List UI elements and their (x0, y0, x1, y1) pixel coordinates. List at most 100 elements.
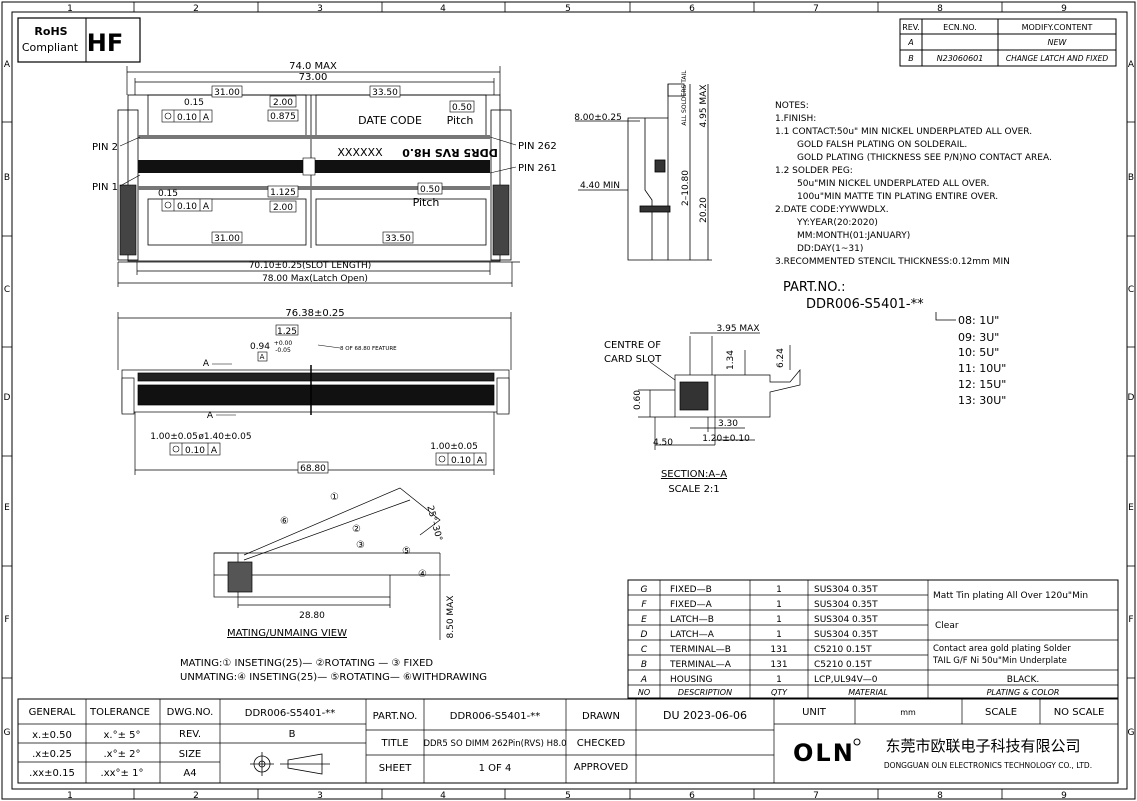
col-label: 8 (937, 791, 943, 801)
tol-angular: .x°± 2° (103, 749, 140, 760)
bom-qty: 1 (776, 585, 782, 595)
bom-desc: LATCH—A (670, 630, 715, 640)
plating-option: 10: 5U" (958, 346, 999, 359)
top-view: 74.0 MAX 73.00 31.00 (92, 61, 557, 287)
dim-094-minus: -0.05 (275, 347, 291, 354)
note-line: GOLD PLATING (THICKNESS SEE P/N)NO CONTA… (797, 153, 1052, 163)
rev-header: REV. (902, 23, 920, 32)
dim-395: 3.95 MAX (717, 324, 760, 334)
tolerance-label: TOLERANCE (89, 707, 150, 718)
bom-qty: 1 (776, 630, 782, 640)
dim-094-plus: +0.00 (274, 340, 293, 347)
title-block: GENERAL TOLERANCE DWG.NO. DDR006-S5401-*… (17, 698, 1119, 784)
bom-desc: FIXED—A (670, 600, 713, 610)
datum-a-bot: A (203, 202, 210, 212)
dim-1125: 1.125 (270, 188, 296, 198)
tol-angular: x.°± 5° (103, 730, 140, 741)
col-label: 6 (689, 4, 695, 14)
col-label: 1 (67, 4, 73, 14)
section-title: SECTION:A–A (661, 469, 727, 480)
bom-material: SUS304 0.35T (814, 615, 878, 625)
scale-label: SCALE (985, 707, 1017, 718)
bom-table: G FIXED—B 1 SUS304 0.35T F FIXED—A 1 SUS… (627, 579, 1119, 699)
bom-desc: TERMINAL—A (669, 660, 732, 670)
datum-a-top: A (203, 113, 210, 123)
note-line: 1.FINISH: (775, 114, 816, 124)
company-name-cn: 东莞市欧联电子科技有限公司 (885, 737, 1080, 755)
tol-linear: x.±0.50 (32, 730, 72, 741)
step-5: ⑤ (402, 546, 411, 557)
dim-850: 8.50 MAX (446, 596, 456, 639)
row-label: C (1128, 285, 1134, 295)
bom-header-no: NO (638, 688, 650, 697)
dim-overall-max: 74.0 MAX (289, 61, 337, 72)
note-line: 2.DATE CODE:YYWWDLX. (775, 205, 889, 215)
dwg-no: DDR006-S5401-** (245, 708, 335, 719)
bom-no: C (641, 645, 648, 655)
bom-no: E (641, 615, 647, 625)
rev-b: B (908, 54, 914, 63)
dim-6880: 68.80 (300, 464, 326, 474)
dim-624: 6.24 (776, 348, 786, 368)
company-name-en: DONGGUAN OLN ELECTRONICS TECHNOLOGY CO.,… (884, 761, 1092, 770)
bom-header-desc: DESCRIPTION (678, 688, 732, 697)
marking: DDR5 RVS H8.0 (402, 146, 498, 159)
part-no-label: PART.NO. (373, 711, 418, 722)
dim-0875: 0.875 (270, 112, 296, 122)
bom-no: D (641, 630, 648, 640)
sheet-value: 1 OF 4 (479, 763, 512, 774)
title-label: TITLE (380, 738, 408, 749)
tol-right: 0.10 (451, 456, 471, 466)
rev-a-content: NEW (1048, 38, 1068, 47)
section-a-top: A (203, 359, 210, 369)
contact-row-top (138, 135, 490, 139)
note-line: 1.1 CONTACT:50u" MIN NICKEL UNDERPLATED … (775, 127, 1032, 137)
note-line: MM:MONTH(01:JANUARY) (797, 231, 910, 241)
unit-value: mm (900, 708, 916, 717)
bom-qty: 131 (770, 660, 787, 670)
plating-option: 11: 10U" (958, 362, 1006, 375)
ecn-header: ECN.NO. (943, 23, 977, 32)
dim-left-top: 31.00 (214, 88, 240, 98)
step-6: ⑥ (280, 516, 289, 527)
dim-440: 4.40 MIN (580, 181, 620, 191)
step-4: ④ (418, 569, 427, 580)
note-line: GOLD FALSH PLATING ON SOLDERAIL. (797, 140, 967, 150)
tol-010-bot: 0.10 (177, 202, 197, 212)
dim-7638: 76.38±0.25 (285, 308, 344, 319)
col-label: 1 (67, 791, 73, 801)
note-line: 100u"MIN MATTE TIN PLATING ENTIRE OVER. (797, 192, 998, 202)
row-label: A (4, 60, 11, 70)
rev-label: REV. (179, 729, 201, 740)
bom-material: SUS304 0.35T (814, 585, 878, 595)
mating-title: MATING/UNMAING VIEW (227, 628, 347, 639)
dim-140: ø1.40±0.05 (198, 432, 251, 442)
dim-200-bot: 2.00 (273, 203, 293, 213)
bom-header-material: MATERIAL (848, 688, 888, 697)
bom-no: B (641, 660, 647, 670)
scale-value: NO SCALE (1054, 707, 1105, 718)
solder-note: ALL SOLDERS TAIL (681, 70, 688, 126)
dwg-no-label: DWG.NO. (167, 707, 214, 718)
unit-label: UNIT (802, 707, 827, 718)
notes: NOTES: 1.FINISH: 1.1 CONTACT:50u" MIN NI… (775, 101, 1052, 267)
checked-label: CHECKED (577, 738, 626, 749)
dim-100-left: 1.00±0.05 (150, 432, 198, 442)
note-line: 3.RECOMMENTED STENCIL THICKNESS:0.12mm M… (775, 257, 1010, 267)
tol-angular: .xx°± 1° (101, 768, 144, 779)
bom-no: A (640, 675, 647, 685)
col-label: 3 (317, 791, 323, 801)
tol-010-top: 0.10 (177, 113, 197, 123)
col-label: 5 (565, 791, 571, 801)
projection-symbol-icon (250, 752, 330, 776)
dim-094: 0.94 (250, 342, 270, 352)
mating-text: MATING:① INSETING(25)— ②ROTATING — ③ FIX… (180, 658, 433, 669)
note-line: 1.2 SOLDER PEG: (775, 166, 853, 176)
dim-060: 0.60 (633, 390, 643, 410)
drawn-label: DRAWN (582, 711, 620, 722)
feature-note: 8 OF 68.80 FEATURE (340, 346, 397, 352)
part-no-code: DDR006-S5401-** (806, 297, 924, 312)
size-value: A4 (183, 768, 196, 779)
rev-value: B (289, 729, 296, 740)
dim-125: 1.25 (277, 327, 297, 337)
